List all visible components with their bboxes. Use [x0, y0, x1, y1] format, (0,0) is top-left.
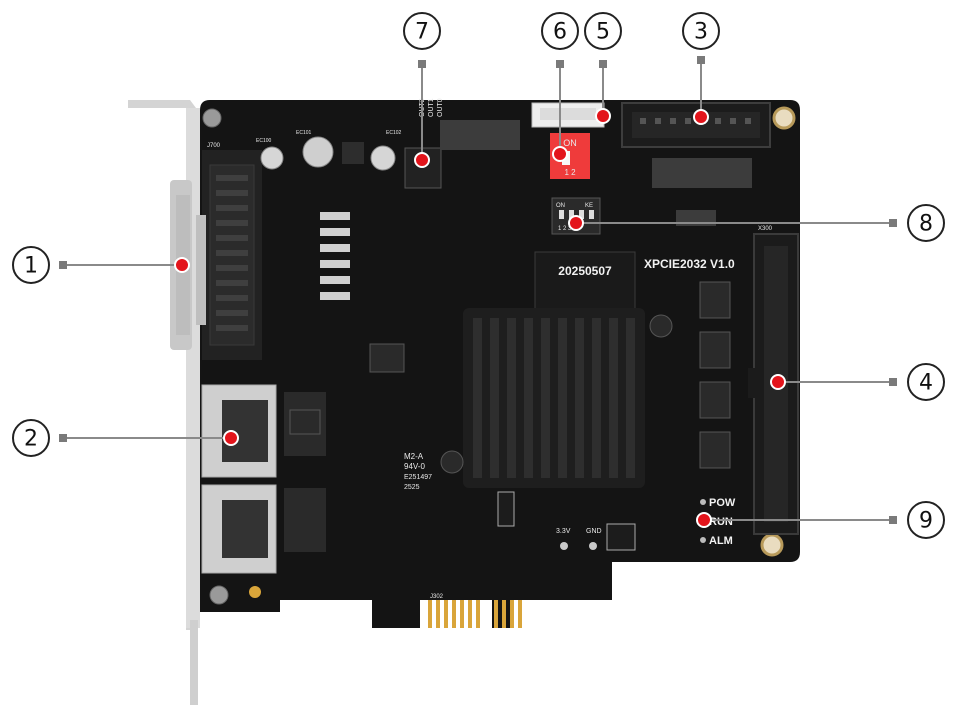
dip-ke-text: KE [585, 203, 593, 209]
callout-6-number: 6 [553, 20, 567, 45]
pcie-bracket [128, 100, 200, 705]
callout-4-number: 4 [919, 371, 933, 396]
callout-7: 7 [403, 12, 441, 168]
white-connector [531, 102, 605, 128]
smd-components [320, 120, 752, 300]
capacitors [260, 136, 396, 171]
main-chip: 20250507 [534, 251, 636, 313]
callout-5-number: 5 [596, 20, 610, 45]
callout-5: 5 [584, 12, 622, 124]
cert-text-1: M2-A [404, 452, 424, 461]
cert-text-2: 94V-0 [404, 462, 425, 471]
ref-j302: J302 [430, 594, 444, 600]
callout-3-number: 3 [694, 20, 708, 45]
callout-2-number: 2 [24, 427, 38, 452]
ref-ec102: EC102 [386, 130, 402, 136]
callout-1-number: 1 [24, 254, 38, 279]
cert-text-3: E251497 [404, 474, 432, 481]
mounting-holes [202, 106, 796, 605]
side-chips [289, 281, 731, 469]
callout-1: 1 [12, 246, 190, 284]
callout-9: 9 [696, 501, 945, 539]
ref-x300: X300 [758, 226, 773, 232]
led-run-text: RUN [709, 516, 733, 528]
top-header-connector [621, 102, 771, 148]
callouts: 1 2 3 4 [12, 12, 945, 539]
tp-gnd-text: GND [586, 528, 602, 535]
dip-numbers-text: 1 2 3 4 [558, 226, 577, 232]
callout-7-number: 7 [415, 20, 429, 45]
callout-2: 2 [12, 419, 239, 457]
callout-8-number: 8 [919, 212, 933, 237]
cert-text-4: 2525 [404, 484, 420, 491]
callout-9-number: 9 [919, 509, 933, 534]
callout-6: 6 [541, 12, 579, 162]
tp-3v3-text: 3.3V [556, 528, 571, 535]
dip-on-text: ON [556, 203, 565, 209]
date-text: 20250507 [558, 264, 612, 278]
ref-ec100: EC100 [256, 138, 272, 144]
model-text: XPCIE2032 V1.0 [644, 257, 735, 271]
led-pow-text: POW [709, 497, 736, 509]
ref-j700: J700 [207, 143, 221, 149]
switch-on-text: ON [563, 138, 577, 148]
db-connector [196, 150, 262, 360]
callout-8: 8 [568, 204, 945, 242]
test-points: 3.3V GND [497, 491, 636, 551]
switch-numbers-text: 1 2 [564, 168, 576, 177]
ref-ec101: EC101 [296, 130, 312, 136]
heatsink [440, 308, 673, 488]
callout-3: 3 [682, 12, 720, 125]
led-alm-text: ALM [709, 535, 733, 547]
callout-4: 4 [770, 363, 945, 401]
pcie-gold-fingers [428, 600, 522, 628]
right-header-connector [748, 233, 799, 535]
out0-text: OUT0 [437, 98, 444, 117]
certification-marks: M2-A 94V-0 E251497 2525 [404, 452, 432, 491]
out1-text: OUT1 [428, 98, 435, 117]
